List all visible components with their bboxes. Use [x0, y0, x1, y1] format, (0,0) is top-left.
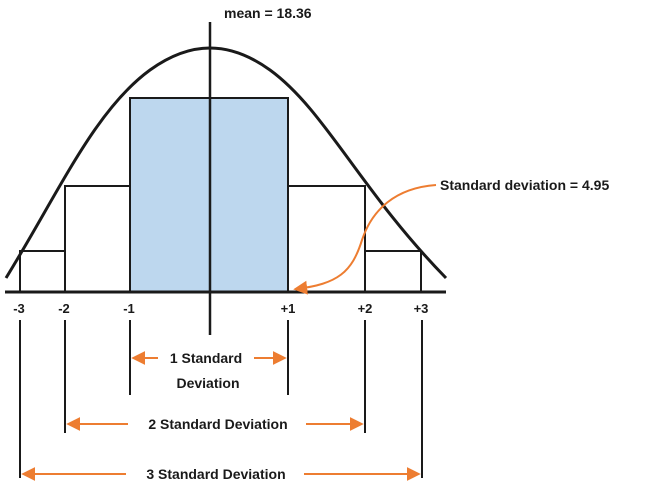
three-sd-right-block — [364, 250, 422, 293]
three-sd-label: 3 Standard Deviation — [146, 466, 285, 482]
tick-label: +2 — [358, 301, 373, 316]
sd-callout-arrow — [293, 184, 437, 295]
two-sd-label: 2 Standard Deviation — [148, 416, 287, 432]
mean-label: mean = 18.36 — [224, 5, 312, 21]
two-sd-left-block — [64, 185, 131, 293]
two-sd-right-block — [287, 185, 366, 293]
three-sd-left-block — [19, 250, 66, 293]
tick-label: +1 — [281, 301, 296, 316]
one-sd-label-line1: 1 Standard — [170, 350, 242, 366]
sd-callout-label: Standard deviation = 4.95 — [440, 177, 609, 193]
tick-label: -2 — [58, 301, 70, 316]
one-sd-label-line2: Deviation — [176, 375, 239, 391]
tick-label: +3 — [414, 301, 429, 316]
tick-label: -1 — [123, 301, 135, 316]
tick-label: -3 — [13, 301, 25, 316]
